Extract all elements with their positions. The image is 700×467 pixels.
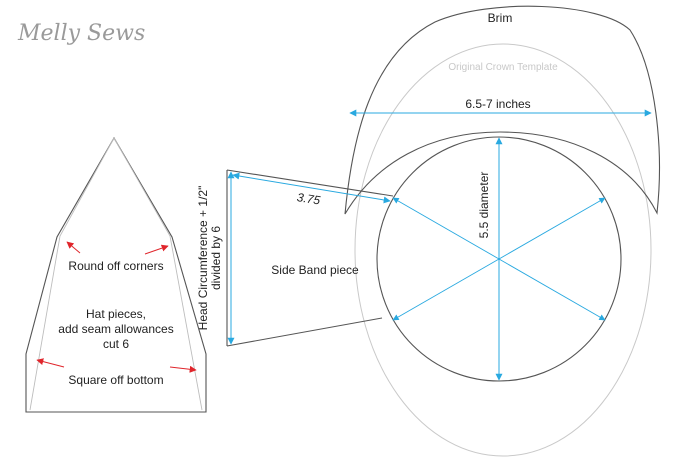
side-band-dim-line2: divided by 6 xyxy=(209,226,223,290)
brim-outline xyxy=(344,5,660,215)
hat-piece-faint-outline xyxy=(29,137,203,411)
crown-division-lines xyxy=(392,197,606,321)
radius-dimension xyxy=(232,172,391,204)
brim-label: Brim xyxy=(488,11,513,25)
red-corner-arrows xyxy=(36,241,197,373)
radius-label: 3.75 xyxy=(296,190,322,208)
hat-pieces-line1: Hat pieces, xyxy=(86,307,146,321)
side-band-piece-label: Side Band piece xyxy=(271,263,359,277)
crown-circle xyxy=(376,136,622,382)
hat-pieces-line2: add seam allowances xyxy=(58,322,173,336)
brim-width-label: 6.5-7 inches xyxy=(465,97,530,111)
round-off-corners-label: Round off corners xyxy=(68,259,163,273)
original-crown-template-outline xyxy=(354,43,652,457)
diameter-label: 5.5 diameter xyxy=(477,172,491,239)
watermark-logo: Melly Sews xyxy=(17,21,145,46)
hat-pieces-line3: cut 6 xyxy=(103,337,129,351)
side-band-dim-line1: Head Circumference + 1/2" xyxy=(196,186,210,331)
square-off-bottom-label: Square off bottom xyxy=(68,373,163,387)
original-crown-template-label: Original Crown Template xyxy=(448,62,558,73)
hat-piece-outline xyxy=(25,136,207,413)
